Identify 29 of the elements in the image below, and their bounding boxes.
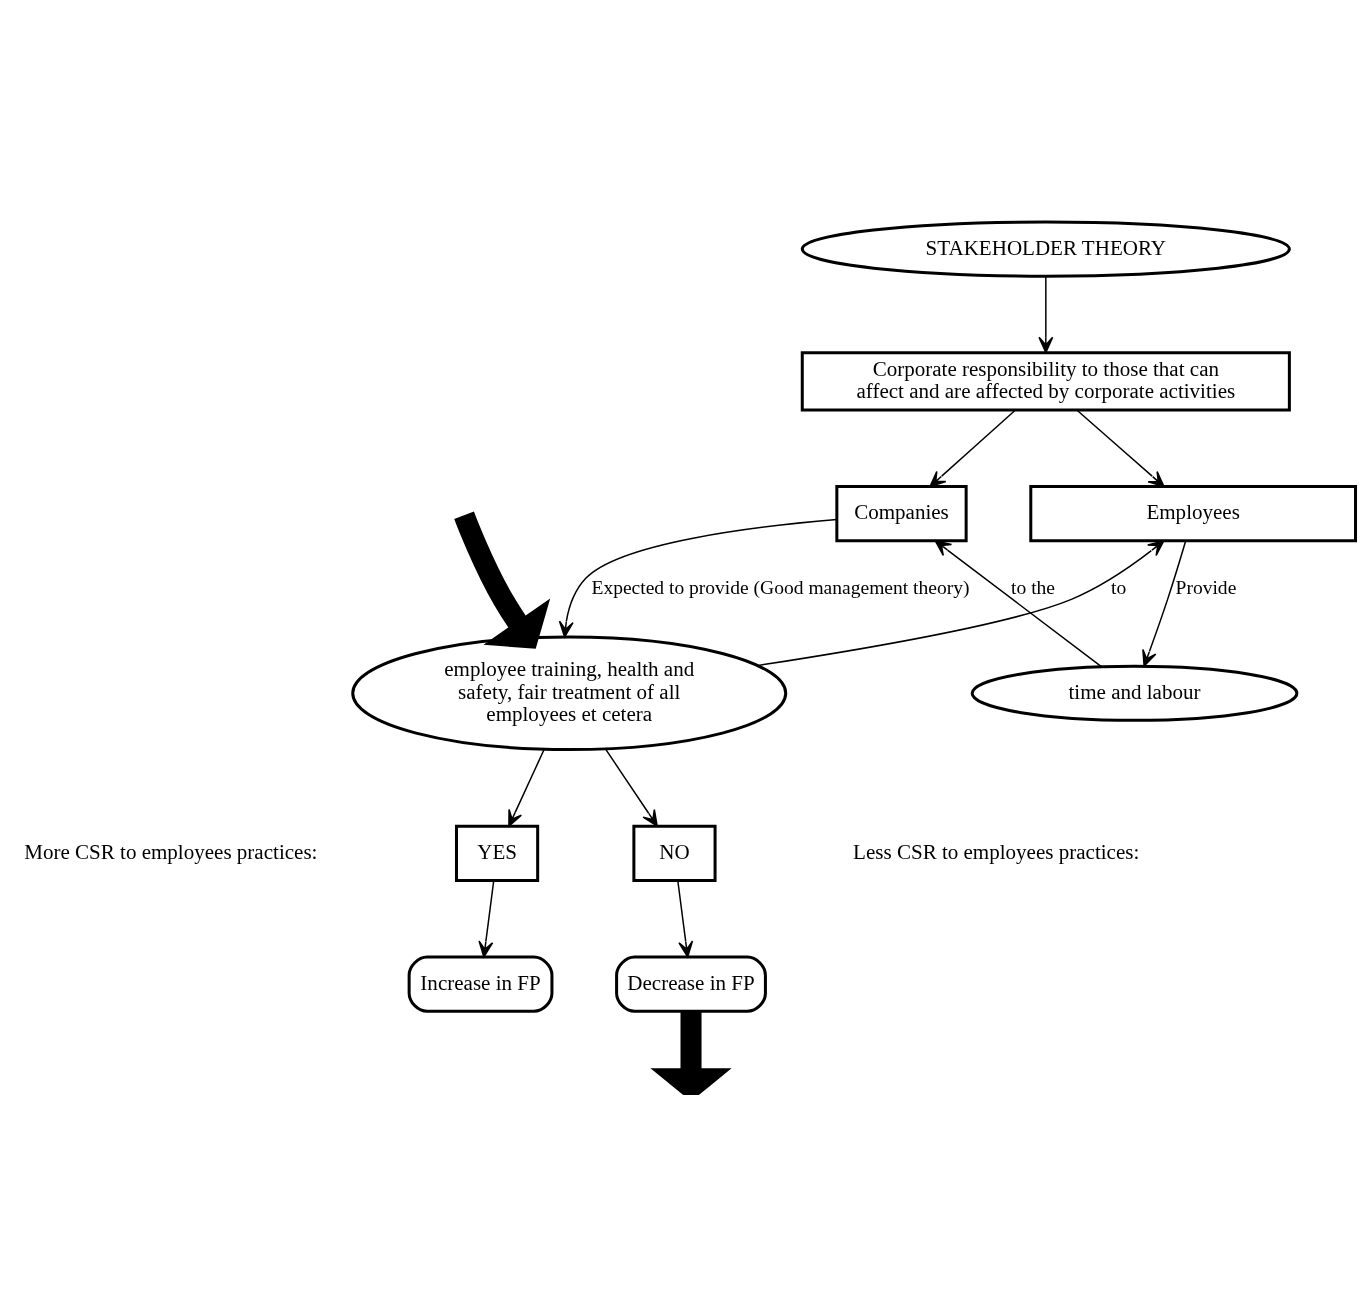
arrow — [508, 748, 545, 827]
arrow — [454, 511, 551, 649]
node-ellipse: time and labour — [970, 664, 1299, 722]
node-ellipse: STAKEHOLDER THEORY — [800, 220, 1291, 278]
arrow — [558, 518, 838, 638]
arrow — [1038, 275, 1054, 353]
node-box: Decrease in FP — [615, 955, 767, 1013]
arrow — [934, 539, 1103, 667]
edge-label: to — [1111, 576, 1127, 598]
node-ellipse: employee training, health and safety, fair treatment of all employees et cetera — [351, 635, 788, 751]
edge-label: Expected to provide (Good management theory) — [591, 576, 970, 598]
arrow — [650, 1010, 732, 1095]
arrow — [1142, 539, 1187, 667]
node-box: YES — [454, 824, 540, 882]
arrow — [757, 539, 1165, 666]
edge-label: Provide — [1175, 576, 1237, 598]
label: More CSR to employees practices: — [24, 839, 318, 864]
edge-label: to the — [1011, 576, 1056, 598]
arrow — [604, 747, 658, 827]
node-box: NO — [632, 824, 717, 882]
node-box: Corporate responsibility to those that can affect and are affected by corporate activities — [800, 350, 1291, 411]
arrow — [478, 879, 495, 958]
node-box: Companies — [835, 484, 968, 542]
node-box: Increase in FP — [407, 955, 554, 1013]
arrow — [1076, 409, 1165, 487]
label: Less CSR to employees practices: — [853, 839, 1140, 864]
arrow — [677, 879, 694, 958]
node-box: Employees — [1029, 484, 1358, 542]
arrow — [929, 409, 1016, 487]
